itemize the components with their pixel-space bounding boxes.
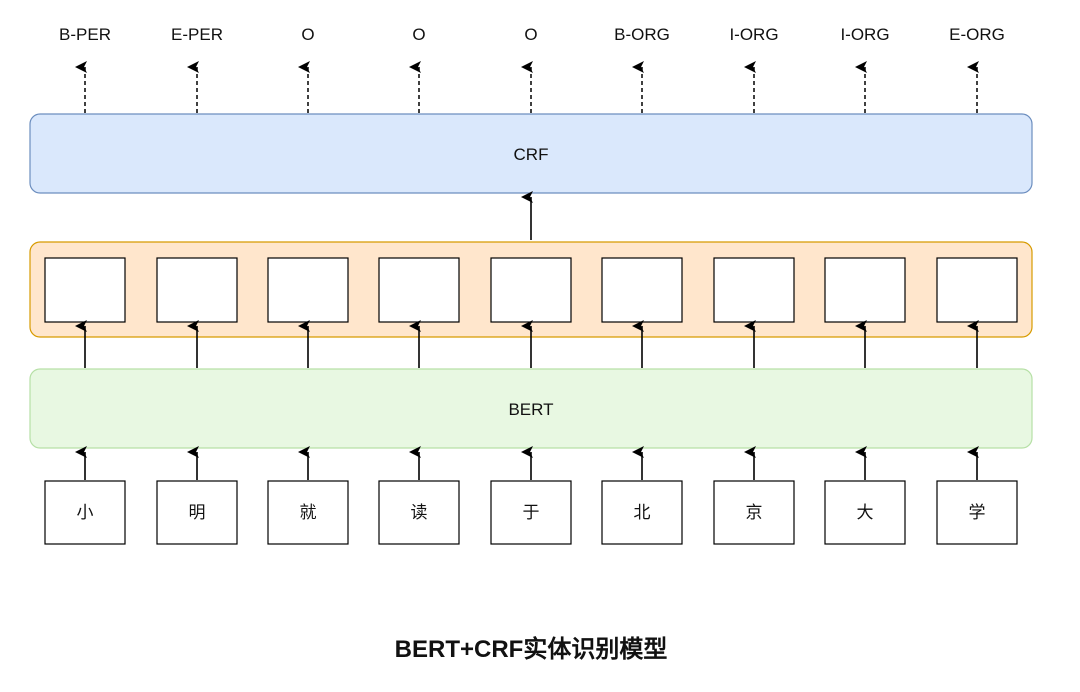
input-char: 就 — [300, 503, 317, 523]
input-char: 明 — [189, 503, 206, 523]
emission-box — [601, 257, 683, 323]
output-tag: O — [524, 25, 537, 44]
input-char: 京 — [746, 503, 763, 523]
output-tags: B-PER E-PER O O O B-ORG I-ORG I-ORG E-ORG — [59, 25, 1005, 44]
output-tag: E-ORG — [949, 25, 1005, 44]
input-char-box — [713, 480, 795, 545]
emission-box — [156, 257, 238, 323]
emission-layer — [29, 241, 1033, 338]
output-tag: I-ORG — [840, 25, 889, 44]
crf-label: CRF — [514, 145, 549, 164]
output-tag: O — [301, 25, 314, 44]
crf-layer: CRF — [29, 113, 1033, 194]
output-tag: B-ORG — [614, 25, 670, 44]
input-char-box — [44, 480, 126, 545]
output-tag: B-PER — [59, 25, 111, 44]
input-char: 学 — [969, 503, 986, 523]
input-char-box — [601, 480, 683, 545]
emission-box — [713, 257, 795, 323]
input-to-bert-arrows — [75, 446, 979, 480]
bert-to-emission-arrows — [75, 320, 979, 368]
input-char: 大 — [857, 503, 874, 523]
crf-to-tag-arrows — [75, 61, 979, 113]
emission-box — [44, 257, 126, 323]
input-char-box — [936, 480, 1018, 545]
input-char-box — [267, 480, 349, 545]
output-tag: E-PER — [171, 25, 223, 44]
bert-layer: BERT — [29, 368, 1033, 449]
input-char-box — [156, 480, 238, 545]
emission-box — [378, 257, 460, 323]
emission-box — [824, 257, 906, 323]
emission-box — [267, 257, 349, 323]
input-char: 小 — [77, 503, 94, 523]
input-char: 北 — [634, 503, 651, 523]
input-char-box — [824, 480, 906, 545]
output-tag: I-ORG — [729, 25, 778, 44]
input-char-box — [490, 480, 572, 545]
input-char-box — [378, 480, 460, 545]
input-char: 于 — [523, 503, 540, 523]
input-chars: 小明就读于北京大学 — [44, 480, 1018, 545]
emission-boxes — [44, 257, 1018, 323]
output-tag: O — [412, 25, 425, 44]
bert-label: BERT — [508, 400, 553, 419]
diagram-title: BERT+CRF实体识别模型 — [395, 635, 668, 663]
emission-box — [936, 257, 1018, 323]
emission-box — [490, 257, 572, 323]
input-char: 读 — [411, 503, 428, 523]
